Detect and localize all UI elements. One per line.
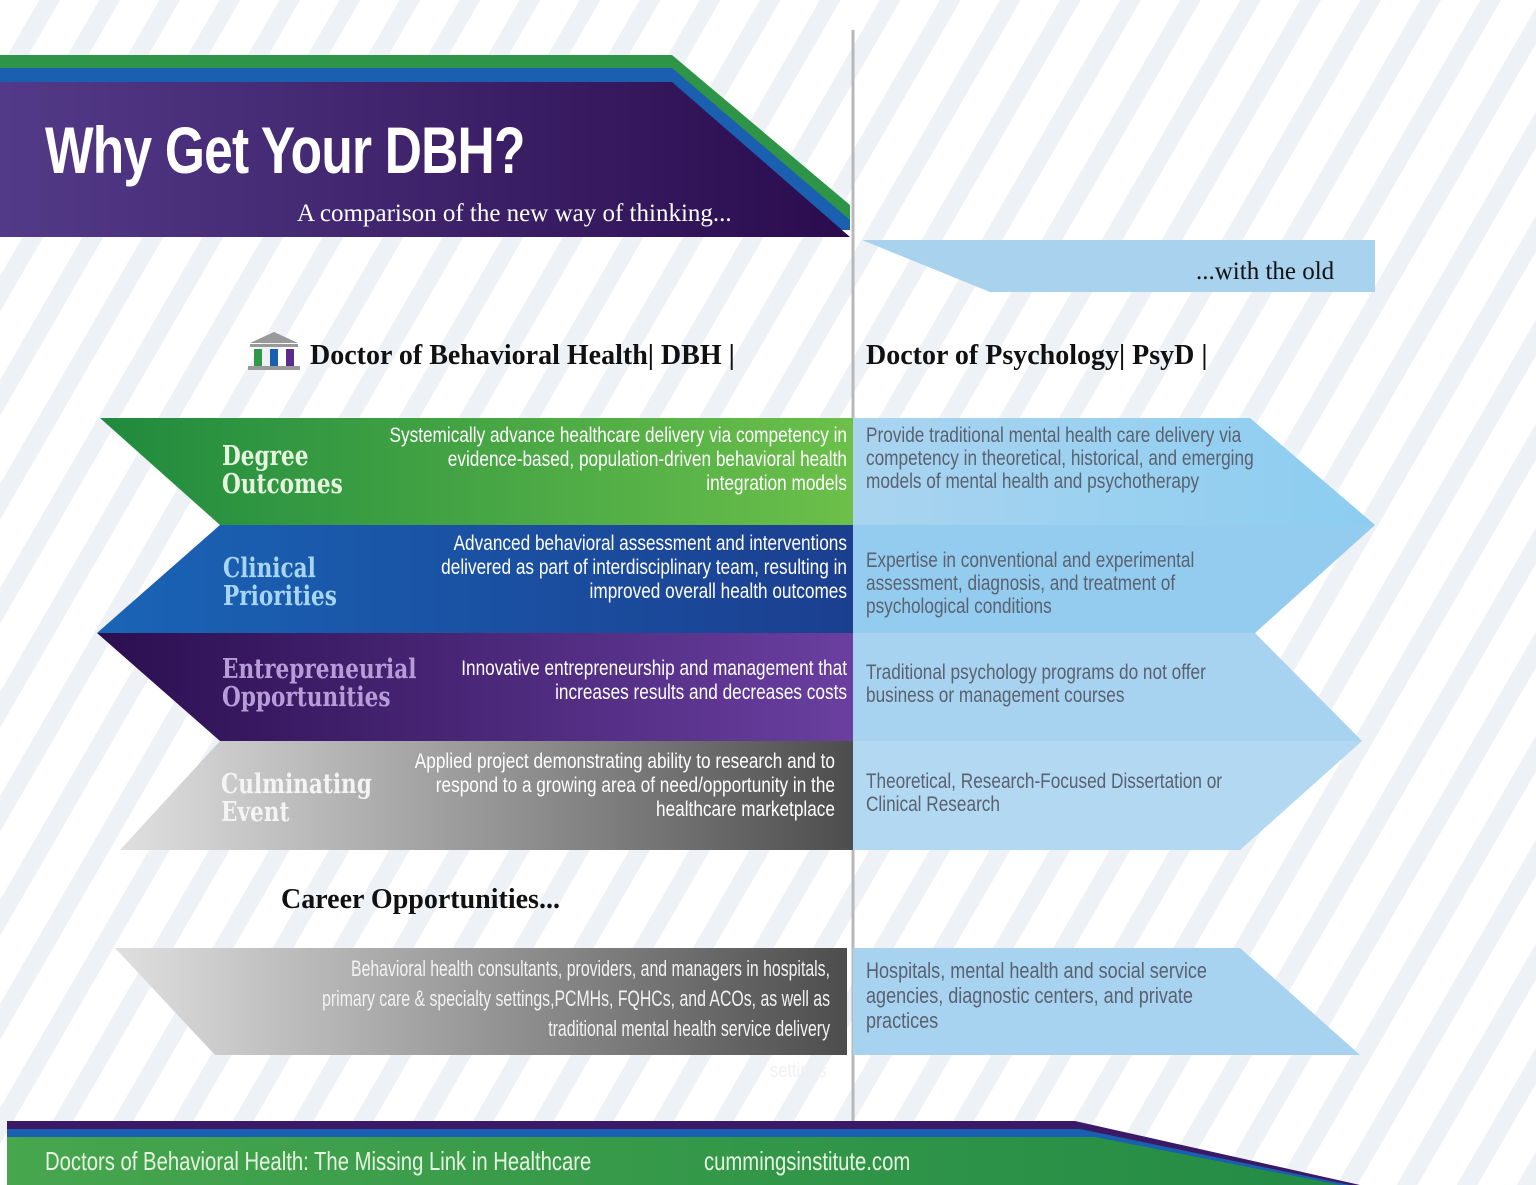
career-heading: Career Opportunities... <box>281 884 560 915</box>
psyd-degree: Provide traditional mental health care d… <box>866 424 1254 493</box>
row-label-culminating: Culminating Event <box>221 769 372 828</box>
row-label-degree: Degree Outcomes <box>222 441 343 500</box>
dbh-career: Behavioral health consultants, providers… <box>322 956 830 1041</box>
career-left <box>115 948 847 1055</box>
row-label-entrepreneurial: Entrepreneurial Opportunities <box>222 654 417 713</box>
psyd-culminating: Theoretical, Research-Focused Dissertati… <box>866 770 1223 816</box>
dbh-clinical: Advanced behavioral assessment and inter… <box>441 532 847 603</box>
institution-columns-icon <box>248 332 300 370</box>
row-culm-left <box>120 741 853 850</box>
dbh-culminating: Applied project demonstrating ability to… <box>414 750 835 821</box>
footer-tagline: Doctors of Behavioral Health: The Missin… <box>45 1146 592 1176</box>
row-degree-right <box>853 418 1375 525</box>
header-banner <box>0 82 850 237</box>
dbh-degree: Systemically advance healthcare delivery… <box>389 424 847 495</box>
psyd-career: Hospitals, mental health and social serv… <box>866 958 1207 1033</box>
career-right <box>853 948 1360 1055</box>
psyd-clinical: Expertise in conventional and experiment… <box>866 549 1195 618</box>
old-banner <box>862 240 1375 292</box>
footer-url[interactable]: cummingsinstitute.com <box>704 1146 911 1176</box>
row-culm-right <box>853 741 1362 850</box>
psyd-entrepreneurial: Traditional psychology programs do not o… <box>866 661 1206 707</box>
page-subtitle: A comparison of the new way of thinking.… <box>297 200 732 227</box>
dbh-column-heading: Doctor of Behavioral Health| DBH | <box>310 340 735 371</box>
dbh-entrepreneurial: Innovative entrepreneurship and manageme… <box>461 657 847 704</box>
row-degree-left <box>100 418 853 525</box>
row-clinical-left <box>97 525 853 633</box>
row-clinical-right <box>853 525 1375 633</box>
row-label-clinical: Clinical Priorities <box>223 553 337 612</box>
dbh-career-overflow: settings <box>770 1060 827 1082</box>
old-label: ...with the old <box>1196 258 1335 285</box>
row-entre-right <box>853 633 1362 741</box>
psyd-column-heading: Doctor of Psychology| PsyD | <box>866 340 1208 371</box>
row-entre-left <box>97 633 853 741</box>
footer-banner <box>7 1137 1340 1185</box>
page-title: Why Get Your DBH? <box>45 113 525 187</box>
